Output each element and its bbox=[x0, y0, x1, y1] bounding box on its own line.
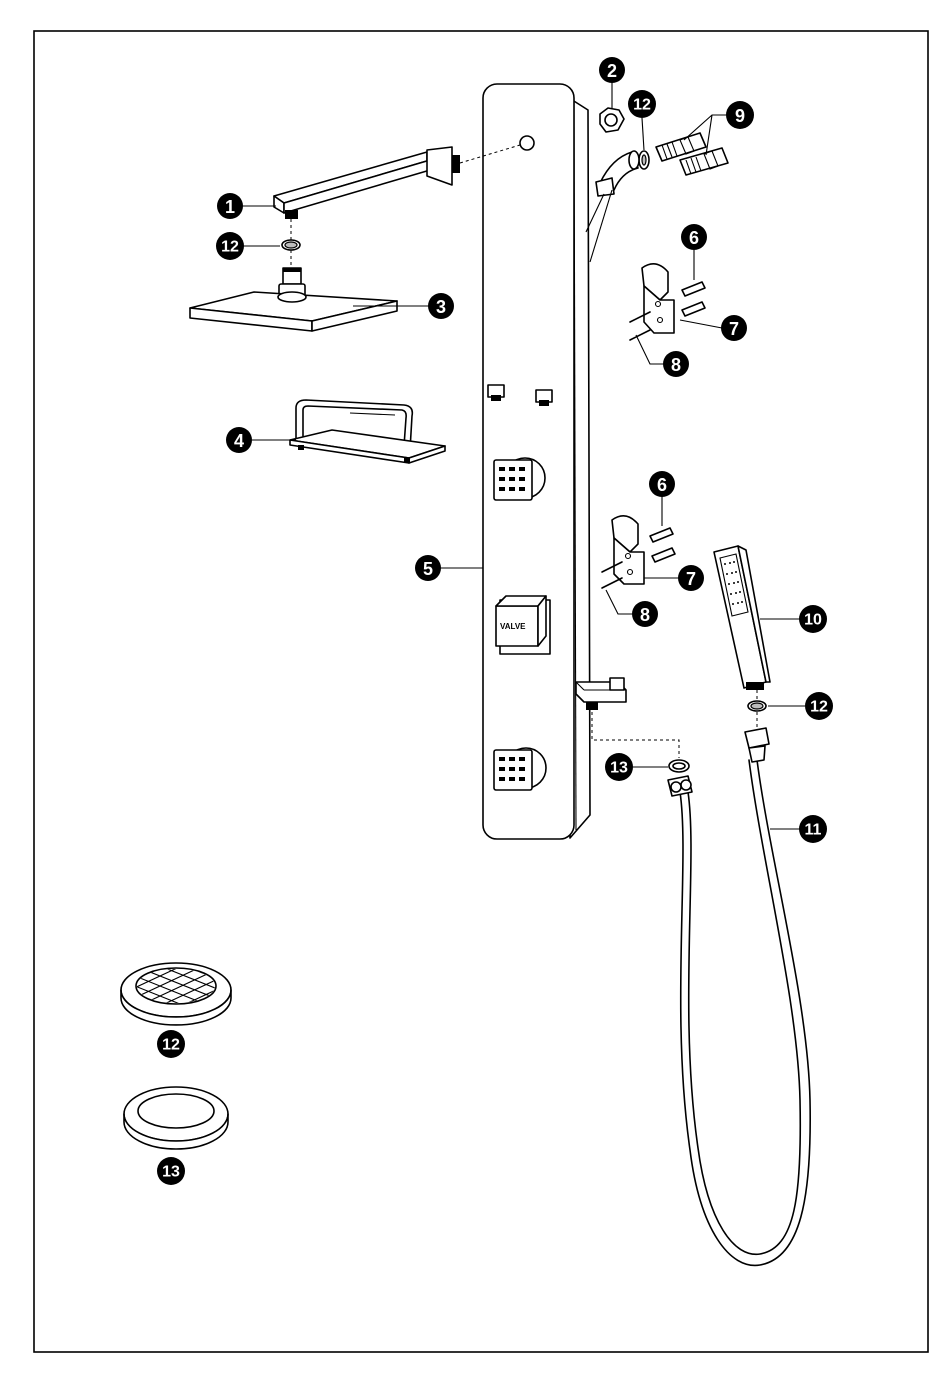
svg-text:1: 1 bbox=[225, 197, 235, 217]
shower-arm bbox=[274, 147, 460, 219]
callout-6-upper: 6 bbox=[681, 224, 707, 250]
anchor-plug-lower-1 bbox=[650, 528, 673, 542]
svg-text:8: 8 bbox=[640, 605, 650, 625]
page-border bbox=[34, 31, 928, 1352]
svg-text:12: 12 bbox=[221, 239, 239, 256]
flexible-hose bbox=[668, 728, 810, 1265]
svg-text:12: 12 bbox=[633, 97, 651, 114]
callout-13-detail: 13 bbox=[157, 1157, 185, 1185]
callout-6-lower: 6 bbox=[649, 471, 675, 497]
valve-label: VALVE bbox=[500, 622, 526, 631]
callout-4: 4 bbox=[226, 427, 252, 453]
anchor-plug-lower-2 bbox=[652, 548, 675, 562]
panel-outlet-hole bbox=[520, 136, 534, 150]
callout-1: 1 bbox=[217, 193, 243, 219]
svg-text:13: 13 bbox=[162, 1164, 180, 1181]
callout-8-lower: 8 bbox=[632, 601, 658, 627]
hose-washer bbox=[669, 760, 689, 772]
svg-text:5: 5 bbox=[423, 559, 433, 579]
svg-text:3: 3 bbox=[436, 297, 446, 317]
svg-text:8: 8 bbox=[671, 355, 681, 375]
svg-text:2: 2 bbox=[607, 61, 617, 81]
rain-shower-head bbox=[190, 268, 397, 331]
callout-11: 11 bbox=[799, 815, 827, 843]
svg-text:7: 7 bbox=[729, 319, 739, 339]
callout-13: 13 bbox=[605, 753, 633, 781]
callout-12-detail: 12 bbox=[157, 1030, 185, 1058]
anchor-plug-upper-1 bbox=[682, 282, 705, 296]
anchor-plug-upper-2 bbox=[682, 302, 705, 316]
hand-shower bbox=[714, 546, 770, 690]
detail-filter-washer bbox=[121, 928, 231, 1040]
callout-2: 2 bbox=[599, 57, 625, 83]
svg-text:7: 7 bbox=[686, 569, 696, 589]
detail-flat-washer bbox=[124, 1087, 228, 1149]
hand-shower-washer bbox=[748, 701, 766, 711]
callout-7-upper: 7 bbox=[721, 315, 747, 341]
svg-text:13: 13 bbox=[610, 760, 628, 777]
callout-5: 5 bbox=[415, 555, 441, 581]
body-jet-upper bbox=[494, 458, 545, 500]
screw-lower-2 bbox=[602, 578, 622, 588]
shower-panel: VALVE bbox=[483, 84, 626, 839]
hex-nut bbox=[600, 108, 624, 132]
arm-washer bbox=[282, 240, 300, 250]
svg-text:9: 9 bbox=[735, 106, 745, 126]
svg-text:4: 4 bbox=[234, 431, 244, 451]
svg-text:6: 6 bbox=[689, 228, 699, 248]
callout-10: 10 bbox=[799, 605, 827, 633]
diverter-valve: VALVE bbox=[496, 596, 550, 654]
elbow-connector bbox=[586, 151, 639, 262]
callout-9: 9 bbox=[726, 101, 754, 129]
screw-upper-2 bbox=[630, 330, 650, 340]
callout-3: 3 bbox=[428, 293, 454, 319]
svg-text:10: 10 bbox=[804, 612, 822, 629]
callout-7-lower: 7 bbox=[678, 565, 704, 591]
svg-text:12: 12 bbox=[810, 699, 828, 716]
svg-text:11: 11 bbox=[805, 822, 822, 839]
svg-text:12: 12 bbox=[162, 1037, 180, 1054]
soap-shelf bbox=[290, 400, 445, 463]
callout-8-upper: 8 bbox=[663, 351, 689, 377]
inlet-washer bbox=[639, 151, 649, 169]
wall-bracket-lower bbox=[602, 516, 675, 588]
body-jet-lower bbox=[494, 748, 546, 790]
svg-text:6: 6 bbox=[657, 475, 667, 495]
callout-12-inlet: 12 bbox=[628, 90, 656, 118]
callout-12-arm: 12 bbox=[216, 232, 244, 260]
callout-12-hand: 12 bbox=[805, 692, 833, 720]
